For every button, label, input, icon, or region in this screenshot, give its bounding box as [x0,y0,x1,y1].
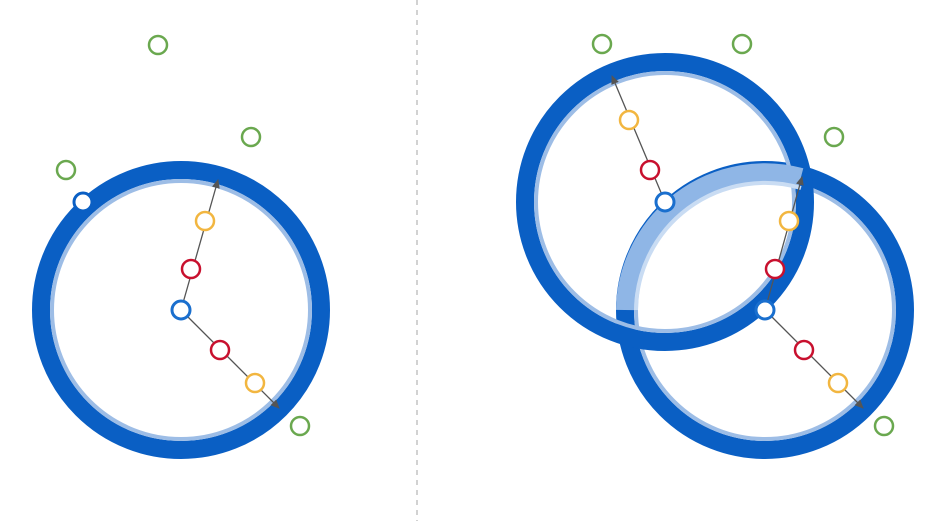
red-left-upper [180,258,202,280]
arrow-right-up [764,176,804,311]
arrow-right-top [611,75,666,203]
yellow-left-upper [194,210,216,232]
red-right-lower [793,339,815,361]
green-r-2 [731,33,753,55]
edge-white-left [72,191,94,213]
green-r-3 [823,126,845,148]
yellow-right-lower [827,372,849,394]
arrow-left-up [180,179,220,311]
yellow-right-upper [778,210,800,232]
green-l-4 [289,415,311,437]
center-right-top [654,191,676,213]
green-r-1 [591,33,613,55]
green-r-4 [873,415,895,437]
center-right-bottom [754,299,776,321]
center-left [170,299,192,321]
red-left-lower [209,339,231,361]
green-l-1 [147,34,169,56]
ring-right-top [516,53,814,351]
arrow-right-down [764,309,864,409]
ring-left [32,161,330,459]
red-right-top [639,159,661,181]
yellow-left-lower [244,372,266,394]
arrow-left-down [180,309,280,409]
ring-right-bottom-overlap [616,163,804,311]
red-right-upper [764,258,786,280]
yellow-right-top [618,109,640,131]
green-l-3 [55,159,77,181]
right-panel [516,33,914,459]
left-panel [32,34,330,459]
green-l-2 [240,126,262,148]
